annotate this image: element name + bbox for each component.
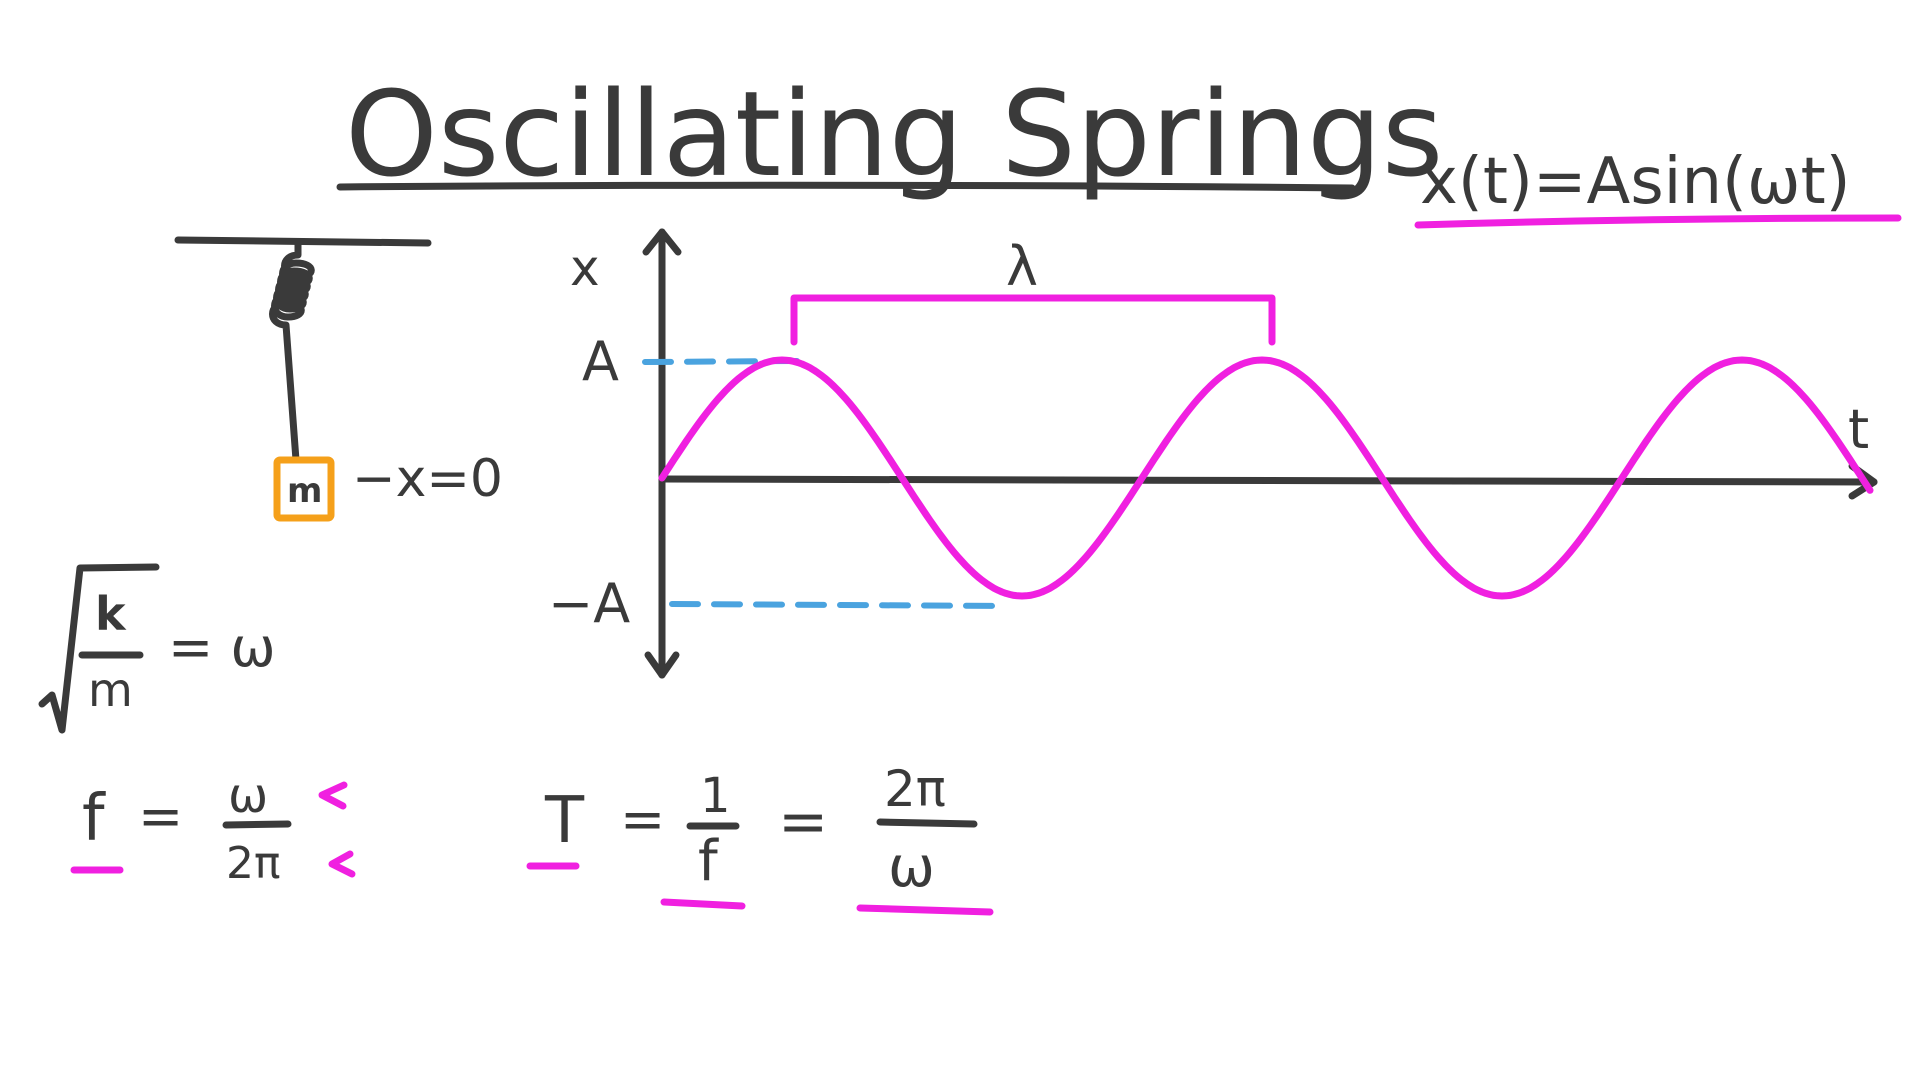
x-axis-label: t <box>1848 398 1869 461</box>
title-underline <box>336 181 1356 192</box>
neg-amplitude-label: −A <box>548 572 630 635</box>
mass-label: m <box>287 471 322 511</box>
wavelength-label: λ <box>1006 235 1038 298</box>
freq-equals: = <box>138 785 183 848</box>
freq-fraction-bar <box>222 820 292 829</box>
y-axis-arrow-up <box>642 228 682 256</box>
freq-mark-bottom <box>328 850 356 878</box>
period-lhs: T <box>544 784 585 858</box>
y-axis-arrow-down <box>644 651 680 679</box>
period-denominator-2-underline <box>856 904 994 916</box>
page-title: Oscillating Springs <box>345 65 1443 203</box>
amplitude-label: A <box>582 330 619 393</box>
omega-numerator: k <box>95 587 127 641</box>
equilibrium-label: −x=0 <box>352 449 503 509</box>
sqrt-sign <box>38 563 160 734</box>
freq-lhs: f <box>82 782 106 856</box>
y-axis-label: x <box>570 239 600 297</box>
freq-numerator: ω <box>228 768 268 824</box>
period-numerator-1: 1 <box>700 768 731 824</box>
period-denominator-2: ω <box>888 835 935 900</box>
period-fraction-bar-2 <box>876 818 978 828</box>
freq-denominator: 2π <box>226 838 280 889</box>
main-equation: x(t)=Asin(ωt) <box>1420 145 1851 219</box>
period-numerator-2: 2π <box>884 760 946 818</box>
neg-amplitude-guide-line <box>669 601 1007 609</box>
omega-denominator: m <box>88 663 133 717</box>
x-axis <box>658 475 1878 486</box>
period-denominator-1-underline <box>660 898 746 910</box>
wavelength-bracket <box>790 294 1276 346</box>
freq-mark-top <box>318 781 348 810</box>
ceiling-line <box>174 236 432 247</box>
omega-rhs: = ω <box>168 616 276 679</box>
period-equals-2: = <box>778 787 828 857</box>
mass-box <box>273 456 335 522</box>
period-denominator-1: f <box>698 829 719 894</box>
main-equation-underline <box>1414 214 1902 229</box>
spring-coil <box>269 239 315 464</box>
sine-wave <box>658 356 1874 600</box>
period-equals-1: = <box>620 788 665 851</box>
